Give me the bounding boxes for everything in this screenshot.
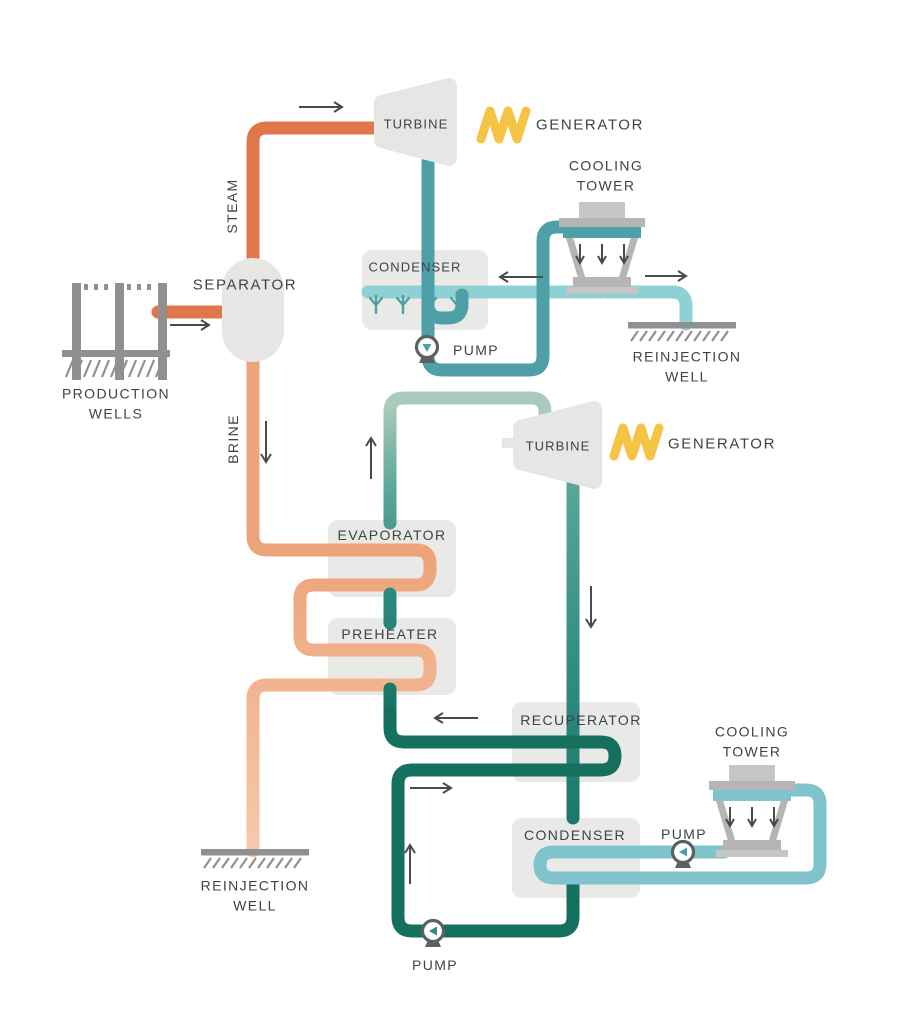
steam-flow-arrow: [299, 101, 344, 113]
recuperator-left-arrow: [433, 712, 478, 724]
separator-vessel: [222, 258, 284, 362]
condensate-to-cooling-tower-pipe: [421, 220, 574, 377]
generator-2-icon: [609, 423, 664, 461]
cooling-water-pipes-binary: [533, 783, 827, 885]
brine-to-evaporator-pipe: [246, 345, 437, 578]
reinjection-well-2-label: REINJECTION WELL: [200, 877, 310, 914]
condenser-1-label: CONDENSER: [368, 259, 462, 275]
turbine-1-label: TURBINE: [383, 116, 449, 132]
pump-3-impeller-icon: [679, 847, 687, 857]
pump-3-label: PUMP: [660, 826, 708, 842]
generator-icons: [476, 106, 664, 461]
steam-label: STEAM: [224, 178, 240, 234]
exhaust-down-arrow: [585, 586, 597, 629]
cooling-water-left-arrow: [498, 271, 543, 283]
condensate-pipes-flash: [421, 155, 574, 377]
cooling-tower-2-label: COOLING TOWER: [714, 723, 790, 760]
evaporator-label: EVAPORATOR: [337, 527, 447, 543]
cooling-tower-1-hot-deck: [563, 227, 641, 238]
cooling-tower-1-label: COOLING TOWER: [568, 157, 644, 194]
reinjection-well-1-label: REINJECTION WELL: [632, 348, 742, 385]
generator-1-label: GENERATOR: [535, 116, 645, 134]
turbines: [374, 78, 602, 489]
cooling-tower-2-structure: [709, 765, 795, 857]
pump-2: [420, 918, 446, 947]
cooling-water-pipes-flash: [361, 285, 693, 331]
recuperator-feed-loop-pipe: [383, 705, 622, 938]
feed-bottom-up-arrow: [404, 843, 416, 884]
turbine-2-shaft-stub: [502, 438, 516, 448]
condenser-2-label: CONDENSER: [523, 827, 627, 843]
feed-up-arrow: [365, 436, 377, 479]
binary-fluid-pipes: [383, 391, 622, 938]
pump-3: [670, 839, 696, 868]
turbine-1-shape: [374, 78, 457, 166]
production-wells-label: PRODUCTION WELLS: [61, 385, 171, 422]
reinjection-right-arrow: [645, 270, 688, 282]
pump-2-impeller-icon: [429, 926, 437, 936]
preheater-label: PREHEATER: [341, 626, 439, 642]
separator-label: SEPARATOR: [192, 276, 298, 294]
recuperator-label: RECUPERATOR: [520, 712, 642, 728]
cooling-tower-2-hot-deck: [713, 790, 791, 801]
pump-2-label: PUMP: [411, 957, 459, 973]
reinjection-well-1-ground: [626, 320, 738, 343]
recuperator-right-arrow: [410, 782, 453, 794]
pump-1-label: PUMP: [452, 342, 500, 358]
generator-2-label: GENERATOR: [667, 435, 777, 453]
condenser-2-cooling-loop-pipe: [533, 783, 827, 885]
geofluid-pipes: [151, 121, 437, 858]
reinjection-well-2-ground: [199, 847, 311, 870]
production-wells-structure: [62, 283, 170, 380]
brine-to-reinjection-pipe: [246, 562, 437, 858]
pump-1-impeller-icon: [422, 344, 432, 352]
turbine-2-label: TURBINE: [525, 438, 591, 454]
generator-1-icon: [476, 106, 531, 144]
wells-flow-arrow: [170, 319, 211, 331]
steam-pipe: [246, 121, 385, 275]
cooling-tower-1-structure: [559, 202, 645, 294]
brine-flow-arrow: [260, 421, 272, 464]
flow-arrows: [170, 101, 688, 884]
brine-label: BRINE: [225, 414, 241, 464]
cooling-water-to-reinjection-pipe: [599, 285, 693, 331]
pump-1: [414, 334, 440, 363]
turbine-2-shape: [513, 401, 602, 489]
